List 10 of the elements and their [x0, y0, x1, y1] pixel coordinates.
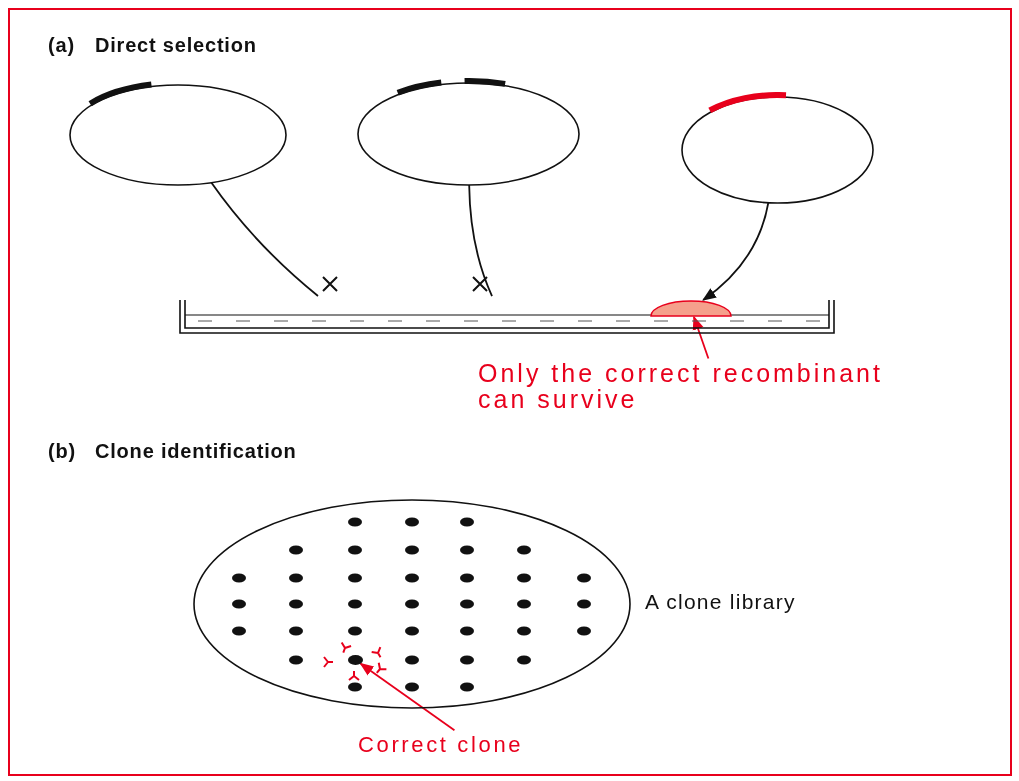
section-heading: Clone identification [95, 439, 297, 464]
arrow [692, 315, 710, 360]
annotation-text: Only the correct recombinant can survive [478, 360, 884, 412]
arrow [702, 201, 770, 301]
section-heading: (a) [48, 33, 75, 58]
arrow [359, 662, 456, 732]
plate-label: A clone library [645, 590, 796, 614]
section-heading: Direct selection [95, 33, 257, 58]
section-heading: (b) [48, 439, 76, 464]
annotation-text: Correct clone [358, 732, 525, 758]
